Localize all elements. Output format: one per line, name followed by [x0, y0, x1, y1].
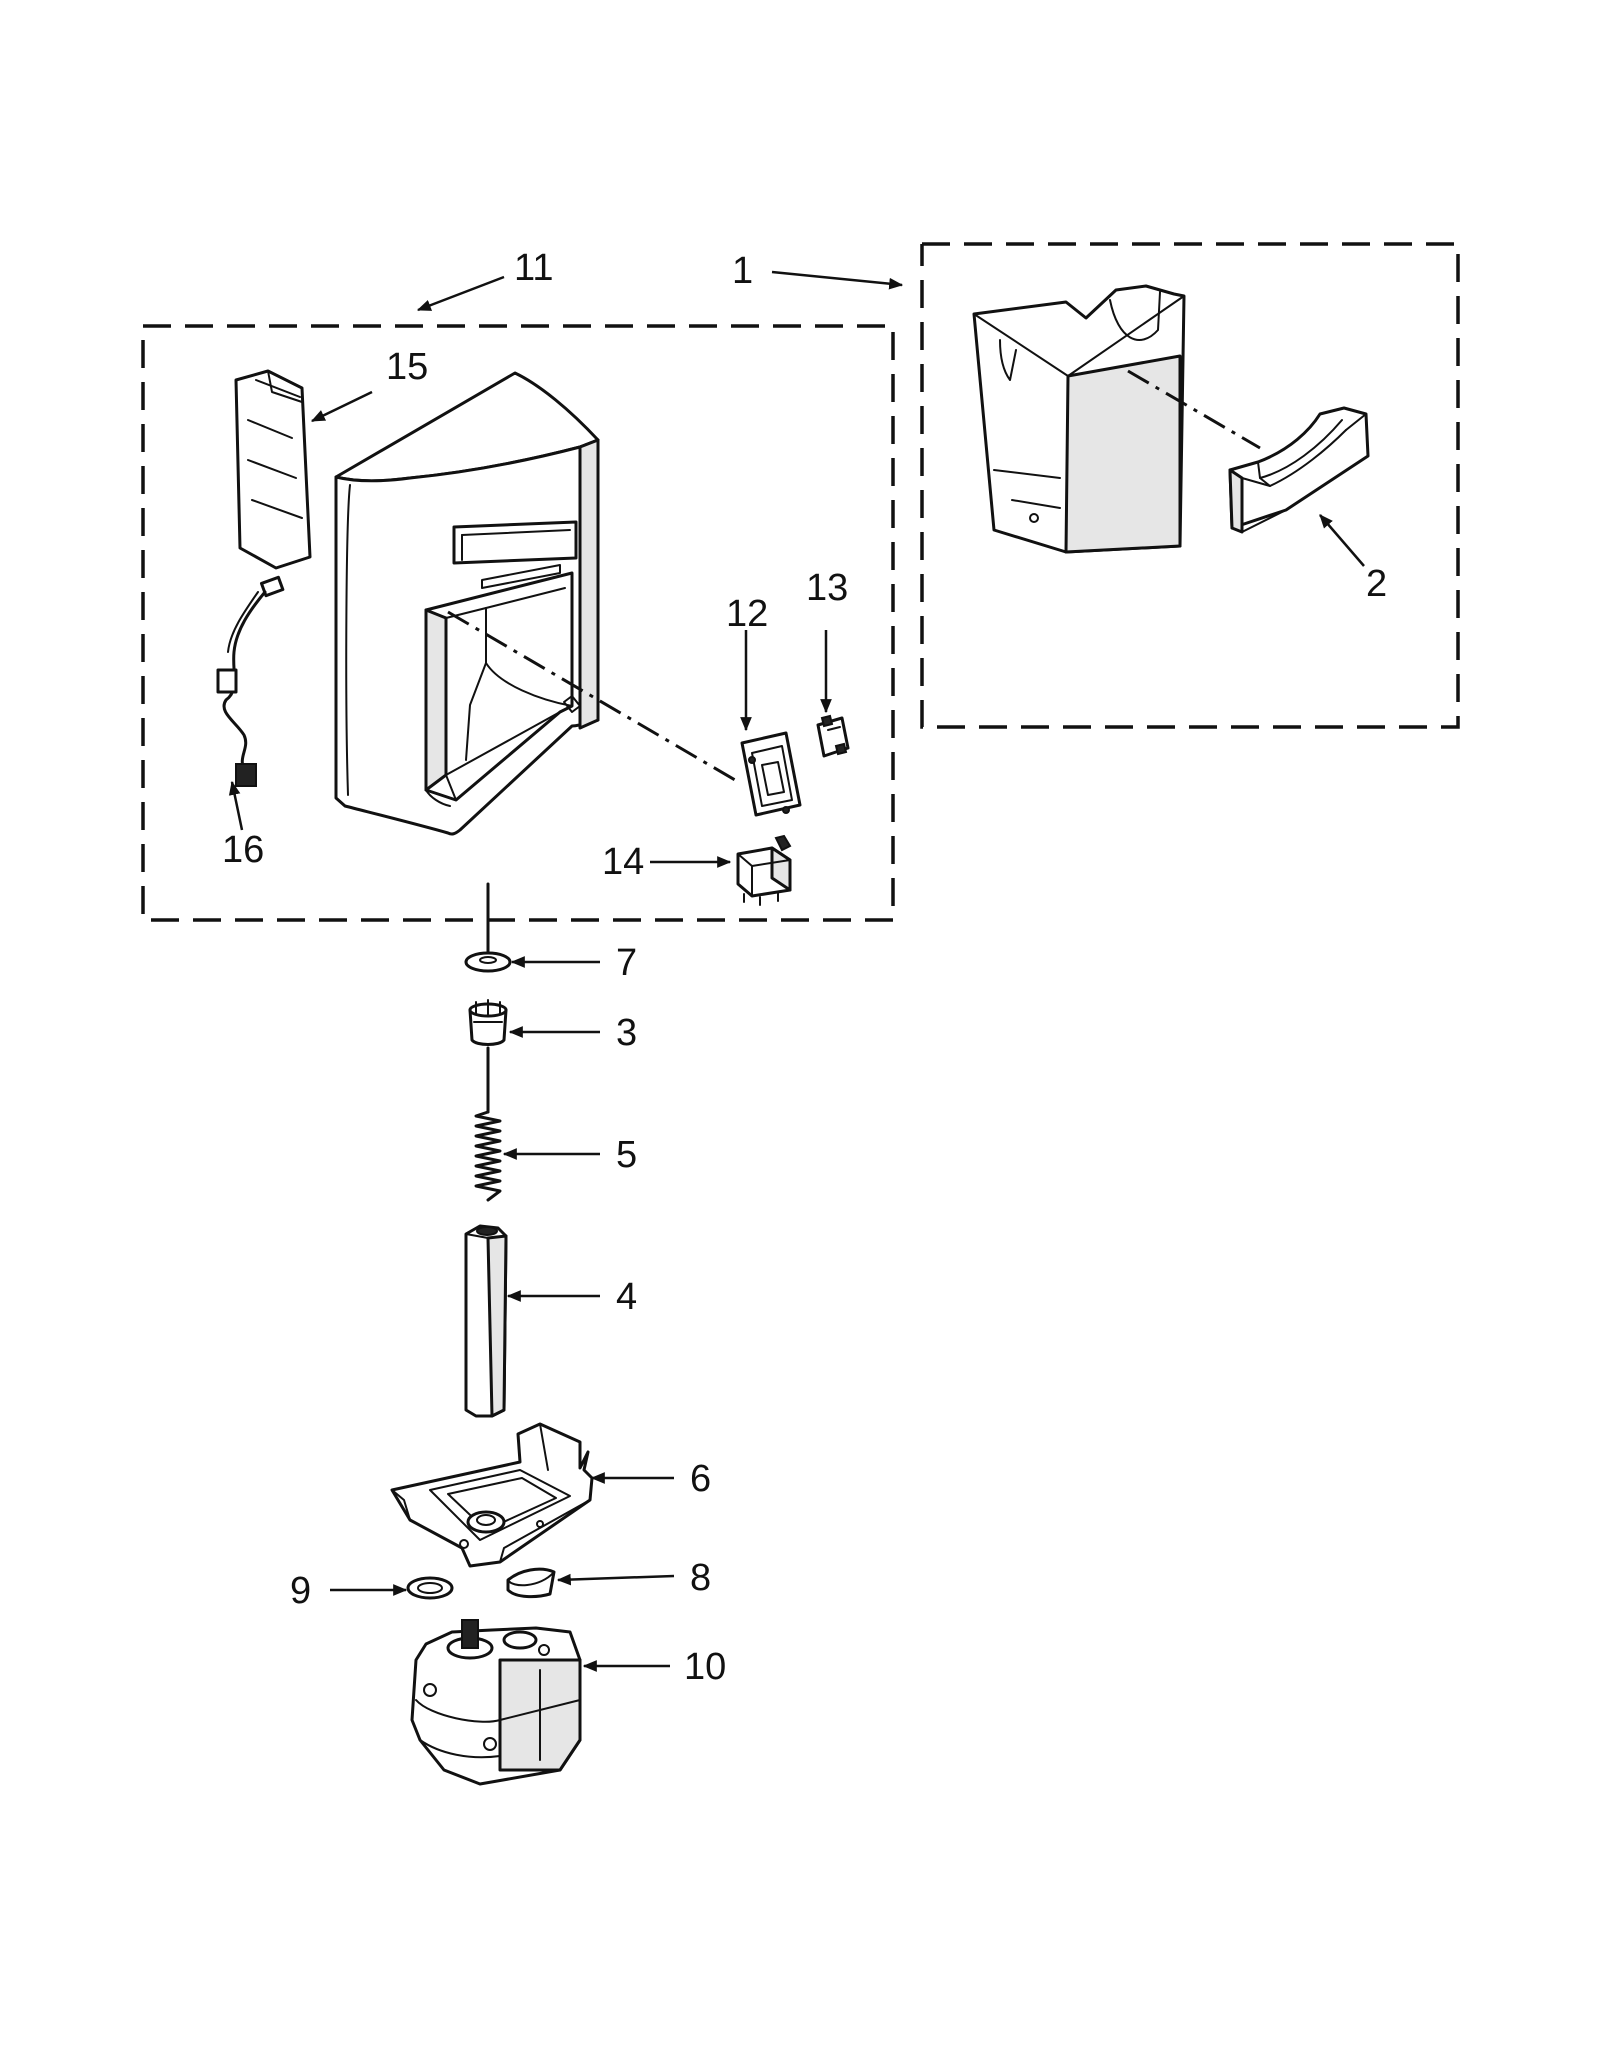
connector-housing-to-12	[447, 610, 736, 782]
callout-5: 5	[616, 1134, 637, 1176]
part-16-wire-harness	[216, 575, 285, 787]
callout-13: 13	[806, 567, 848, 609]
part-13-micro-switch	[816, 714, 850, 758]
part-11-dispenser-housing	[334, 371, 600, 836]
part-6-mounting-plate	[390, 1422, 594, 1568]
connector-bucket-to-2	[1127, 369, 1261, 450]
callout-10: 10	[684, 1646, 726, 1688]
callout-3: 3	[616, 1012, 637, 1054]
callout-8: 8	[690, 1557, 711, 1599]
part-15-side-panel	[234, 369, 312, 570]
callout-1: 1	[732, 250, 753, 292]
part-8-pad	[506, 1567, 556, 1599]
part-9-seal	[406, 1576, 454, 1600]
assembly-box-11	[141, 324, 895, 922]
callout-9: 9	[290, 1570, 311, 1612]
callout-11: 11	[514, 247, 553, 289]
part-1-ice-bucket	[972, 284, 1186, 554]
callout-2: 2	[1366, 563, 1387, 605]
part-12-switch-bracket	[740, 731, 802, 817]
callout-12: 12	[726, 593, 768, 635]
part-10-auger-motor	[410, 1619, 582, 1786]
callout-7: 7	[616, 942, 637, 984]
callout-16: 16	[222, 829, 264, 871]
part-3-coupler	[468, 999, 508, 1046]
callout-15: 15	[386, 346, 428, 388]
callout-labels: 11 1 15 2 12 13 14 16 7 3 5 4 6 8 9 10	[222, 247, 1387, 1688]
leader-arrows	[228, 270, 1365, 1672]
assembly-box-1	[920, 242, 1460, 729]
part-5-spring	[474, 1110, 502, 1202]
part-14-relay	[736, 834, 792, 906]
part-2-bucket-front	[1228, 406, 1370, 534]
part-4-hex-shaft	[464, 1224, 508, 1418]
callout-6: 6	[690, 1458, 711, 1500]
part-7-washer	[464, 951, 512, 973]
callout-14: 14	[602, 841, 644, 883]
callout-4: 4	[616, 1276, 637, 1318]
